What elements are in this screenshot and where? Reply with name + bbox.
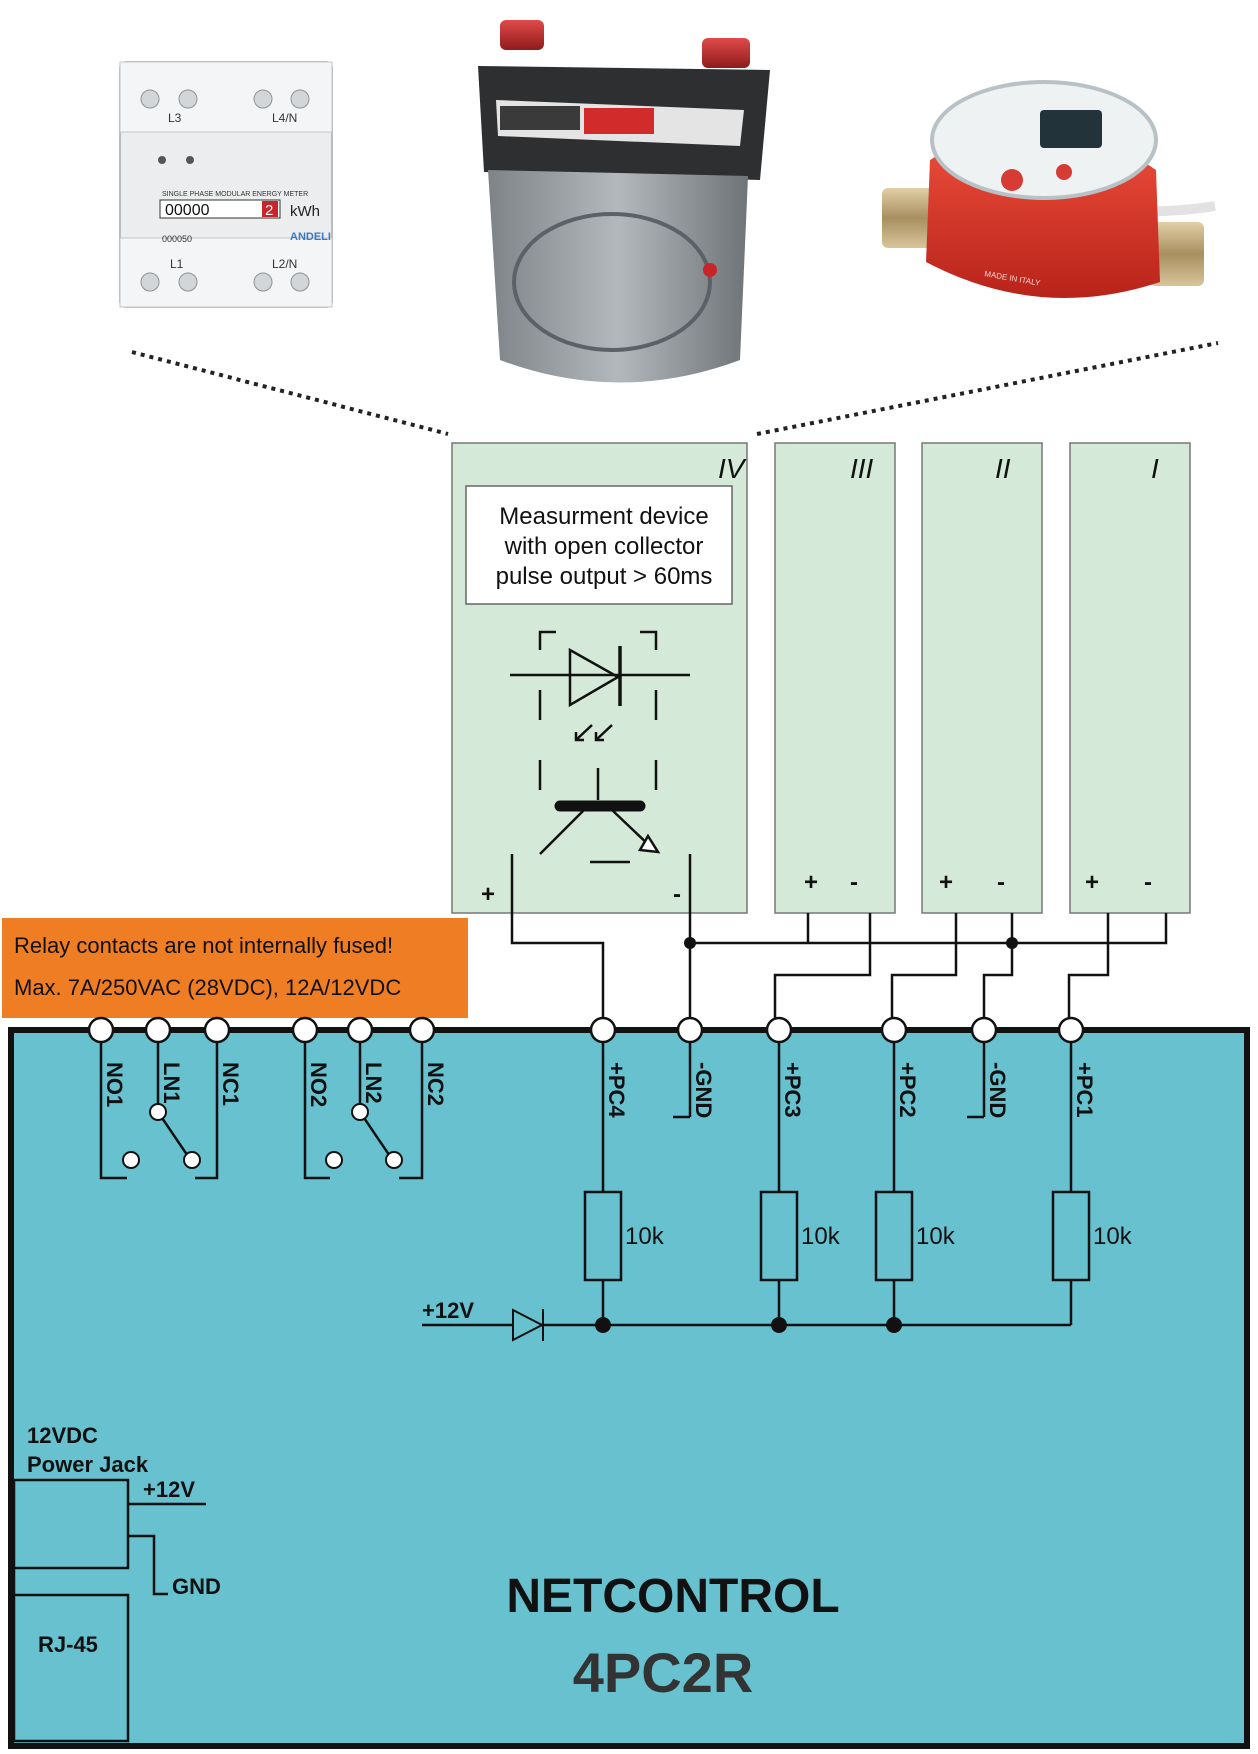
channel-iv-plus: + xyxy=(481,881,495,908)
relay-contacts xyxy=(122,1103,403,1169)
channel-ii-plus: + xyxy=(939,869,953,896)
electricity-meter-image: L3 L4/N SINGLE PHASE MODULAR ENERGY METE… xyxy=(119,61,333,308)
device-name: NETCONTROL xyxy=(506,1570,839,1623)
power-plus-label: +12V xyxy=(143,1477,195,1502)
rj45-block xyxy=(12,1593,130,1743)
channel-i-minus: - xyxy=(1144,869,1152,896)
pin-gnd-b: -GND xyxy=(985,1062,1010,1118)
channel-i-label: I xyxy=(1151,453,1159,484)
input-pin-labels: +PC4 -GND +PC3 +PC2 -GND +PC1 xyxy=(604,1062,1097,1118)
pin-pc1: +PC1 xyxy=(1072,1062,1097,1118)
description-line-3: pulse output > 60ms xyxy=(496,563,713,590)
channel-ii-label: II xyxy=(995,453,1011,484)
meter-title: SINGLE PHASE MODULAR ENERGY METER xyxy=(162,191,308,198)
warning-line-2: Max. 7A/250VAC (28VDC), 12A/12VDC xyxy=(14,975,401,1000)
external-wiring xyxy=(510,854,1168,1028)
meter-unit: kWh xyxy=(290,203,320,220)
netcontrol-board xyxy=(8,1027,1250,1749)
pin-no1: NO1 xyxy=(102,1062,127,1107)
relay-pin-labels: NO1 LN1 NC1 NO2 LN2 NC2 xyxy=(102,1062,448,1107)
description-line-1: Measurment device xyxy=(499,503,708,530)
device-description: Measurment device with open collector pu… xyxy=(465,485,733,605)
meter-serial: 000050 xyxy=(162,234,192,244)
water-meter-image: MADE IN ITALY xyxy=(882,80,1216,298)
channel-iii-label: III xyxy=(850,453,874,484)
resistor-value-4: 10k xyxy=(1093,1223,1133,1250)
optocoupler-symbol xyxy=(510,630,690,864)
callout-lines xyxy=(131,341,1219,436)
pin-ln1: LN1 xyxy=(159,1062,184,1104)
power-gnd-label: GND xyxy=(172,1574,221,1599)
pin-gnd-a: -GND xyxy=(691,1062,716,1118)
meter-label-l2n: L2/N xyxy=(272,257,297,271)
resistor-value-1: 10k xyxy=(625,1223,665,1250)
meter-label-l3: L3 xyxy=(168,111,182,125)
power-title-2: Power Jack xyxy=(27,1452,149,1477)
meter-display: 00000 xyxy=(165,202,210,219)
channel-iii-minus: - xyxy=(850,869,858,896)
channel-i-plus: + xyxy=(1085,869,1099,896)
meter-brand: ANDELI xyxy=(290,231,331,243)
channel-ii-box: II + - xyxy=(921,442,1043,914)
meter-label-l1: L1 xyxy=(170,257,184,271)
resistors xyxy=(583,1190,1091,1282)
channel-i-box: I + - xyxy=(1069,442,1191,914)
supply-rail-label: +12V xyxy=(422,1298,474,1323)
pin-pc2: +PC2 xyxy=(895,1062,920,1118)
pin-pc3: +PC3 xyxy=(780,1062,805,1118)
supply-diode xyxy=(512,1308,545,1342)
warning-line-1: Relay contacts are not internally fused! xyxy=(14,933,393,958)
channel-iv-minus: - xyxy=(673,881,681,908)
pin-nc1: NC1 xyxy=(218,1062,243,1106)
power-title-1: 12VDC xyxy=(27,1423,98,1448)
pin-no2: NO2 xyxy=(306,1062,331,1107)
pin-ln2: LN2 xyxy=(361,1062,386,1104)
warning-box: Relay contacts are not internally fused!… xyxy=(2,918,468,1018)
resistor-value-3: 10k xyxy=(916,1223,956,1250)
resistor-value-2: 10k xyxy=(801,1223,841,1250)
rj45-label: RJ-45 xyxy=(38,1632,98,1657)
junction-dots xyxy=(684,937,1018,949)
pin-pc4: +PC4 xyxy=(604,1062,629,1118)
terminals xyxy=(87,1016,1085,1044)
gas-meter-image xyxy=(478,20,770,383)
pin-nc2: NC2 xyxy=(423,1062,448,1106)
meter-label-l4n: L4/N xyxy=(272,111,297,125)
meter-last-digit: 2 xyxy=(265,202,273,219)
channel-iv-label: IV xyxy=(718,453,747,484)
channel-iii-box: III + - xyxy=(774,442,896,914)
description-line-2: with open collector xyxy=(504,533,704,560)
channel-ii-minus: - xyxy=(997,869,1005,896)
device-model: 4PC2R xyxy=(573,1641,754,1704)
rail-junctions xyxy=(595,1317,902,1333)
power-jack-block xyxy=(12,1478,130,1570)
power-section: 12VDC Power Jack +12V GND RJ-45 xyxy=(12,1423,221,1743)
channel-iii-plus: + xyxy=(804,869,818,896)
